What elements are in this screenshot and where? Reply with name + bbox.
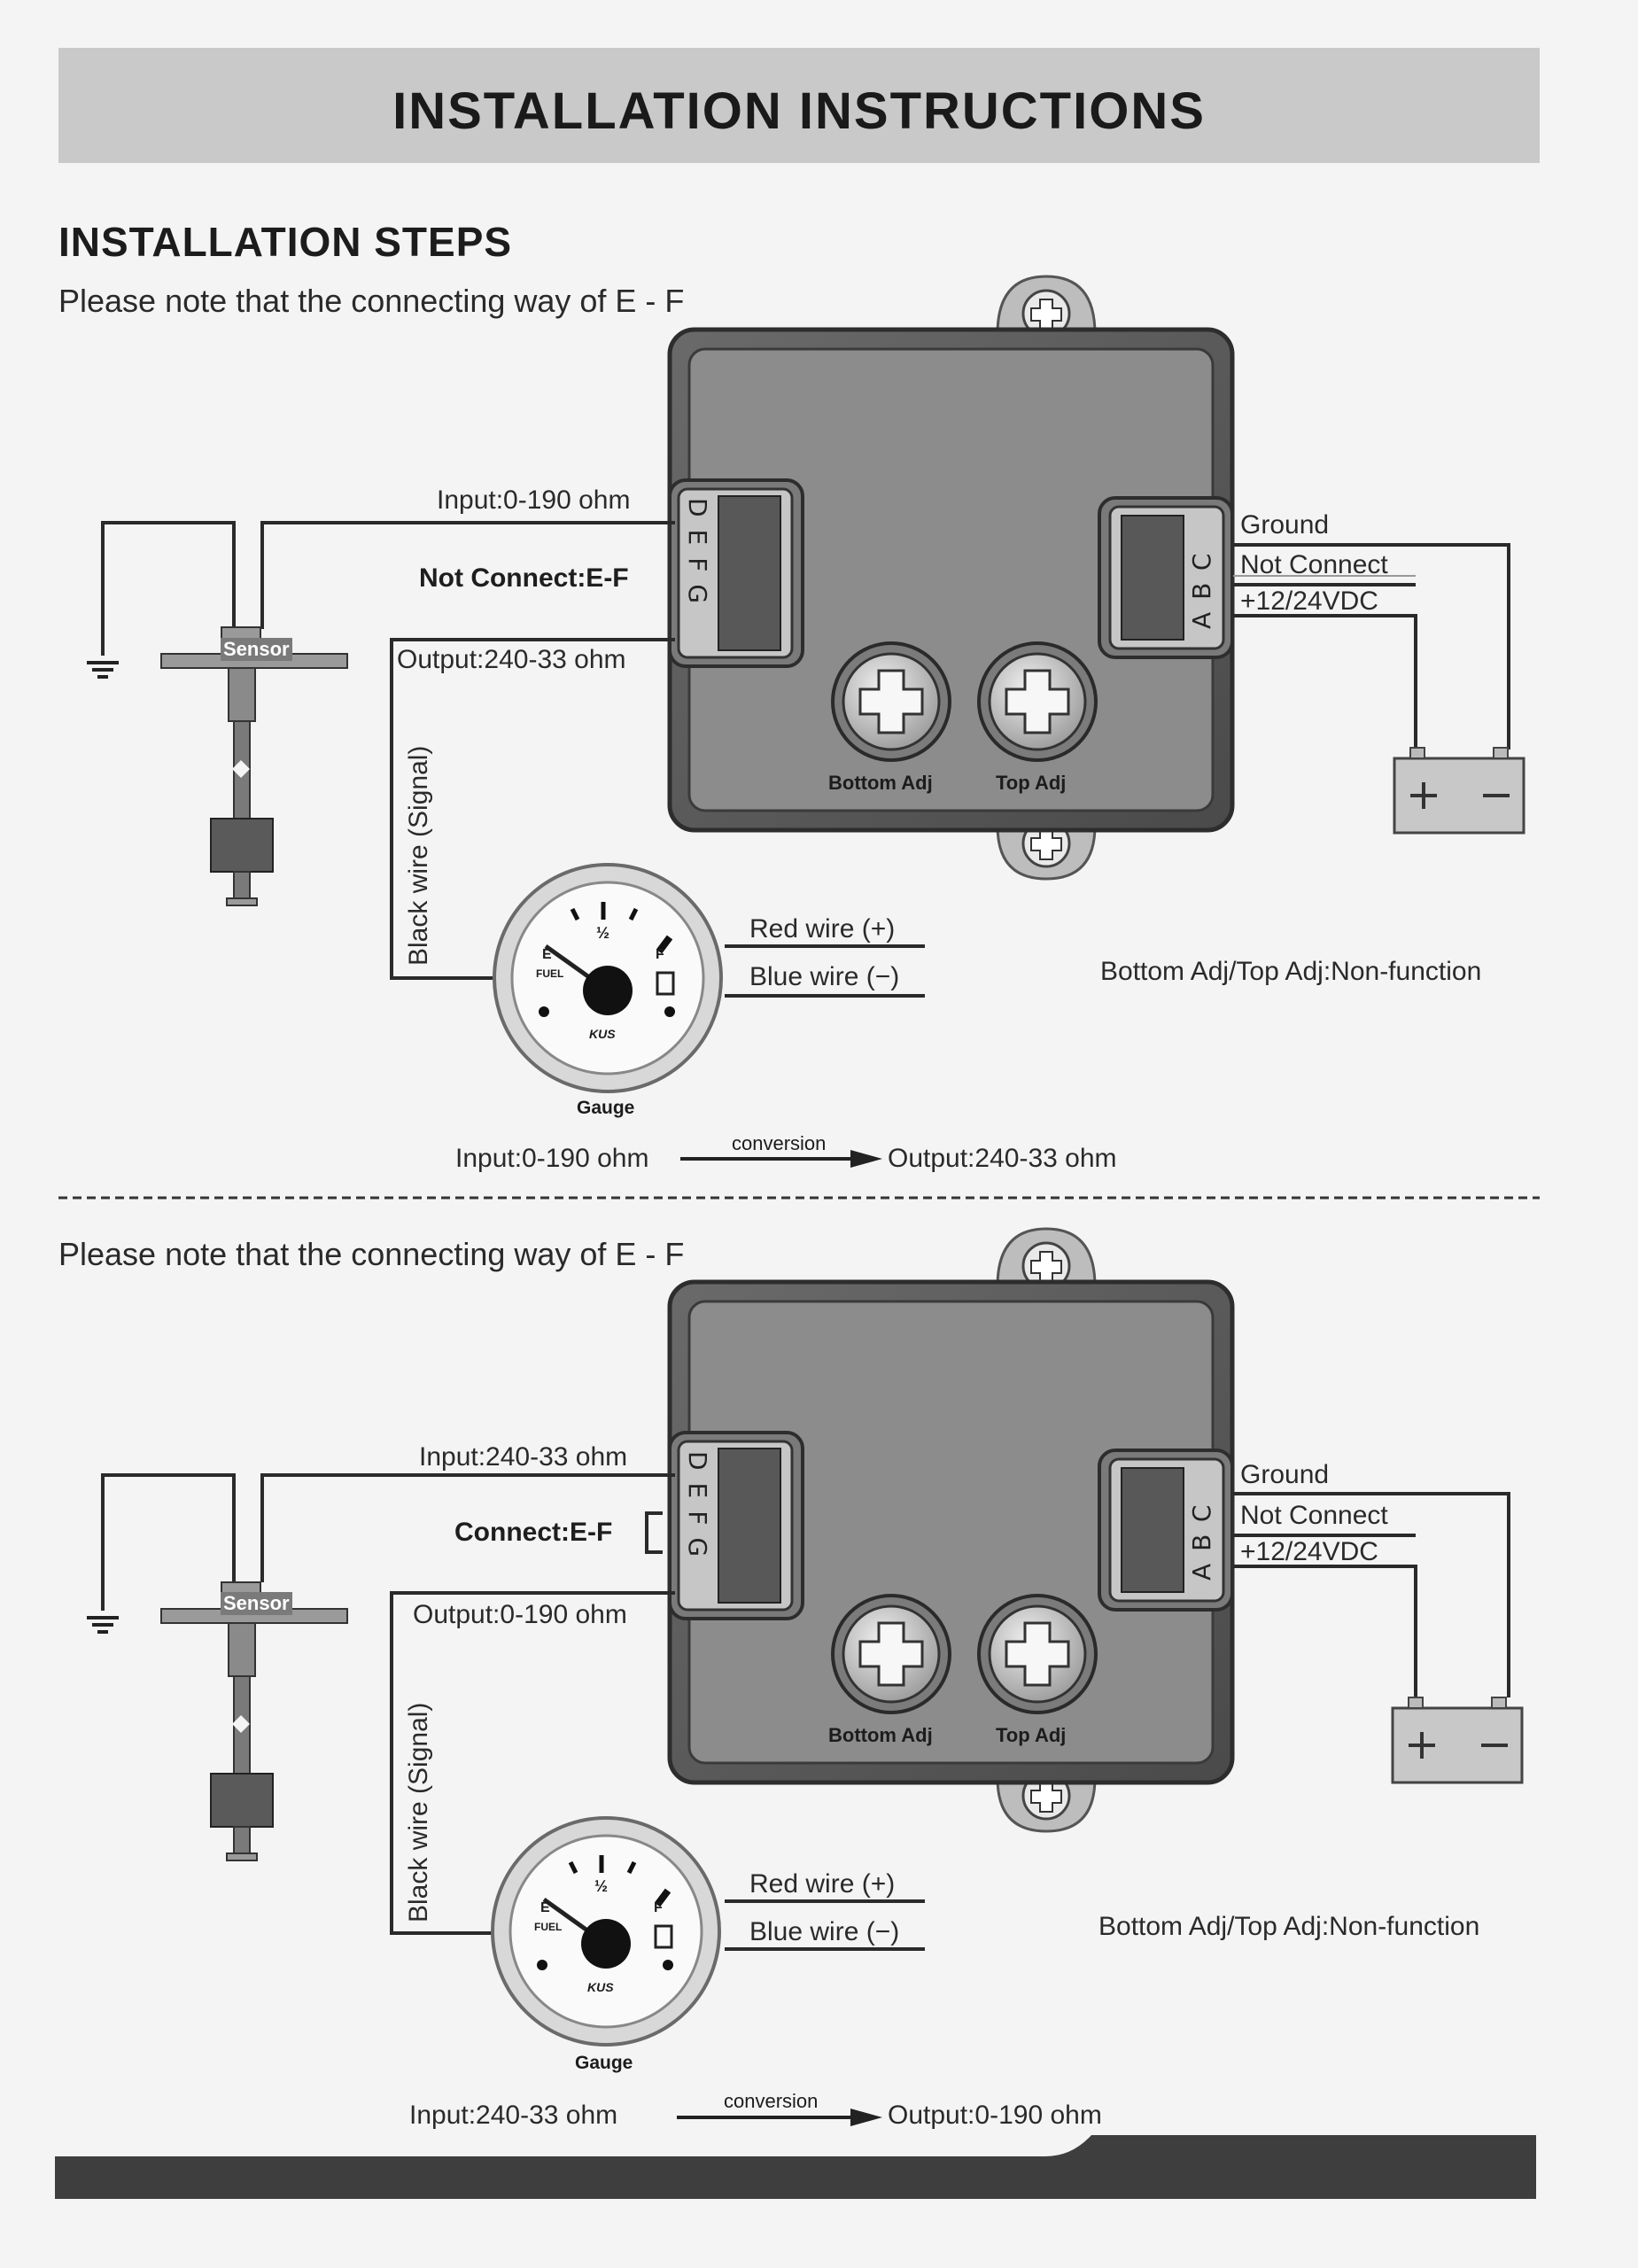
blue-wire-label-2: Blue wire (−) — [749, 1917, 900, 1946]
ground-label-2: Ground — [1240, 1460, 1330, 1489]
sensor-label-1: Sensor — [221, 638, 292, 661]
battery-2 — [1391, 1696, 1524, 1784]
conversion-arrow-1 — [680, 1150, 882, 1168]
red-wire-label-1: Red wire (+) — [749, 914, 896, 944]
gauge-e-1: E — [542, 947, 552, 962]
terminal-pins-left-1: DEFG — [683, 498, 712, 617]
gauge-brand-2: KUS — [587, 1980, 614, 1994]
bottom-adj-label-2: Bottom Adj — [828, 1724, 933, 1746]
diagram-2 — [85, 1229, 1524, 2045]
note-1: Please note that the connecting way of E… — [58, 283, 685, 319]
conversion-word-2: conversion — [724, 2090, 819, 2112]
output-label-2: Output:0-190 ohm — [413, 1600, 627, 1629]
terminal-pins-right-2: ABC — [1187, 1492, 1216, 1581]
sensor-label-2: Sensor — [221, 1592, 292, 1615]
ground-label-1: Ground — [1240, 510, 1330, 540]
bottom-adj-label-1: Bottom Adj — [828, 772, 933, 794]
ground-symbol-2 — [85, 1616, 120, 1634]
gauge-half-2: ½ — [594, 1877, 609, 1895]
top-adj-label-2: Top Adj — [996, 1724, 1067, 1746]
conversion-word-1: conversion — [732, 1132, 827, 1154]
section-heading: INSTALLATION STEPS — [58, 219, 513, 265]
conversion-arrow-2 — [677, 2109, 882, 2126]
not-connect-label-1: Not Connect — [1240, 550, 1388, 579]
input-label-1: Input:0-190 ohm — [437, 485, 631, 515]
gauge-half-1: ½ — [596, 924, 610, 942]
terminal-pins-left-2: DEFG — [683, 1451, 712, 1570]
adj-note-2: Bottom Adj/Top Adj:Non-function — [1098, 1912, 1480, 1941]
title-banner: INSTALLATION INSTRUCTIONS — [58, 48, 1540, 163]
not-connect-label-2: Not Connect — [1240, 1501, 1388, 1530]
converter-module-1 — [670, 276, 1232, 879]
ef-label-2: Connect:E-F — [454, 1518, 613, 1547]
sensor-1 — [160, 626, 348, 906]
gauge-e-2: E — [540, 1900, 550, 1915]
signal-wire-label-2: Black wire (Signal) — [404, 1702, 433, 1922]
top-adj-label-1: Top Adj — [996, 772, 1067, 794]
wires-2 — [101, 1473, 1510, 1951]
converter-module-2 — [670, 1229, 1232, 1831]
fuel-gauge-1 — [494, 865, 721, 1091]
fuel-gauge-2 — [493, 1818, 719, 2045]
conversion-input-2: Input:240-33 ohm — [409, 2101, 618, 2130]
wires-1 — [101, 521, 1510, 998]
conversion-output-1: Output:240-33 ohm — [888, 1144, 1117, 1173]
gauge-fuel-2: FUEL — [534, 1921, 563, 1933]
adj-note-1: Bottom Adj/Top Adj:Non-function — [1100, 957, 1482, 986]
output-label-1: Output:240-33 ohm — [397, 645, 626, 674]
signal-wire-label-1: Black wire (Signal) — [404, 745, 433, 966]
gauge-f-2: F — [654, 1900, 663, 1915]
gauge-brand-1: KUS — [589, 1027, 616, 1041]
input-label-2: Input:240-33 ohm — [419, 1442, 628, 1472]
blue-wire-label-1: Blue wire (−) — [749, 962, 900, 991]
conversion-input-1: Input:0-190 ohm — [455, 1144, 649, 1173]
diagram-1 — [85, 276, 1525, 1091]
page-title: INSTALLATION INSTRUCTIONS — [392, 82, 1206, 140]
gauge-label-1: Gauge — [577, 1098, 635, 1118]
footer-bar — [55, 2135, 1536, 2199]
power-label-1: +12/24VDC — [1240, 586, 1378, 616]
note-2: Please note that the connecting way of E… — [58, 1236, 685, 1272]
sensor-2 — [160, 1581, 348, 1861]
power-label-2: +12/24VDC — [1240, 1537, 1378, 1566]
conversion-output-2: Output:0-190 ohm — [888, 2101, 1102, 2130]
gauge-label-2: Gauge — [575, 2053, 633, 2073]
terminal-pins-right-1: ABC — [1187, 540, 1216, 629]
red-wire-label-2: Red wire (+) — [749, 1869, 896, 1899]
battery-1 — [1393, 746, 1525, 835]
gauge-f-1: F — [656, 947, 664, 962]
ef-label-1: Not Connect:E-F — [419, 563, 629, 593]
gauge-fuel-1: FUEL — [536, 967, 564, 980]
ground-symbol-1 — [85, 661, 120, 679]
